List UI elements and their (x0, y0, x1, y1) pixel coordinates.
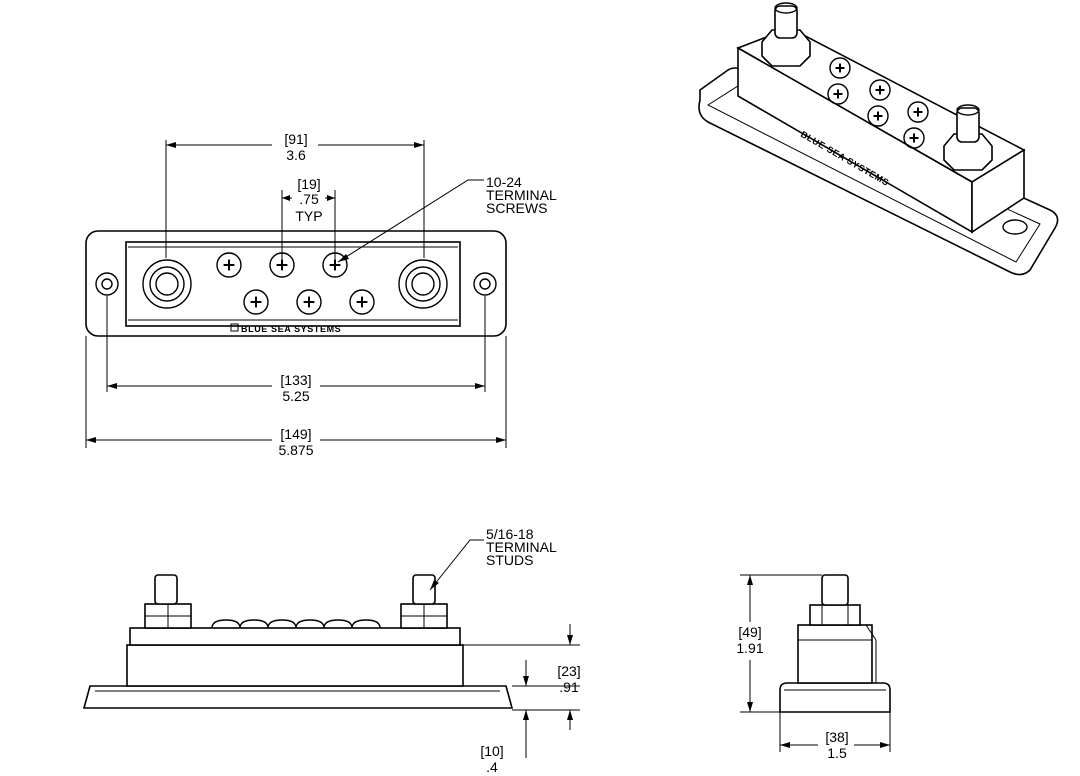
iso-stud-right (943, 104, 993, 171)
brand-label: BLUE SEA SYSTEMS (241, 324, 341, 334)
end-nut (809, 604, 861, 626)
callout-screws-line3: SCREWS (486, 200, 547, 216)
dim-screw-spacing-mm: [91] (284, 131, 307, 147)
iso-screw-icon (827, 83, 849, 105)
side-body-top (129, 627, 461, 646)
top-view: BLUE SEA SYSTEMS [91] 3.6 [19] .75 TYP 1… (85, 131, 557, 458)
dim-pitch-mm: [19] (297, 176, 320, 192)
dim-overall-in: 5.875 (278, 442, 313, 458)
iso-screw-icon (869, 79, 891, 101)
terminal-screw-icon (349, 289, 375, 315)
iso-stud-left (761, 2, 811, 67)
brand-logo-icon (230, 323, 239, 332)
side-body (126, 644, 464, 687)
dim-total-height-in: 1.91 (736, 640, 763, 656)
mount-hole-right (473, 272, 497, 296)
callout-studs-line1: 5/16-18 (486, 526, 534, 542)
terminal-screw-icon (296, 289, 322, 315)
callout-studs-line2: TERMINAL (486, 539, 557, 555)
iso-screw-icon (867, 105, 889, 127)
side-view: 5/16-18 TERMINAL STUDS [23] .91 [10] .4 (82, 526, 581, 775)
dim-overall-mm: [149] (280, 426, 311, 442)
iso-terminal-screws (827, 57, 929, 149)
dim-mount-holes-in: 5.25 (282, 388, 309, 404)
dim-width-in: 1.5 (827, 745, 847, 761)
dim-mount-holes-mm: [133] (280, 372, 311, 388)
stud-left-top (142, 259, 192, 309)
callout-screws-line1: 10-24 (486, 174, 522, 190)
dim-body-height-in: .91 (559, 679, 579, 695)
end-base (779, 682, 891, 713)
iso-mount-hole (1002, 219, 1028, 235)
dim-pitch-in: .75 (299, 191, 319, 207)
dim-screw-spacing-in: 3.6 (286, 147, 306, 163)
terminal-screws (216, 252, 375, 315)
dim-total-height-mm: [49] (738, 624, 761, 640)
dim-width-mm: [38] (825, 729, 848, 745)
isometric-view: BLUE SEA SYSTEMS (698, 2, 1059, 276)
iso-screw-icon (829, 57, 851, 79)
dim-pitch-note: TYP (295, 208, 322, 224)
callout-screws-line2: TERMINAL (486, 187, 557, 203)
mount-hole-left (95, 272, 119, 296)
side-stud-right (400, 574, 448, 629)
terminal-screw-icon (216, 252, 242, 278)
iso-screw-icon (903, 127, 925, 149)
side-base-plate (82, 685, 514, 709)
callout-studs-line3: STUDS (486, 552, 533, 568)
end-stud (821, 574, 849, 606)
dim-body-height-mm: [23] (557, 663, 580, 679)
dim-base-mm: [10] (480, 743, 503, 759)
end-view: [49] 1.91 [38] 1.5 (736, 574, 891, 761)
iso-body-end (971, 148, 1025, 234)
side-stud-left (144, 574, 192, 629)
stud-right-top (398, 259, 448, 309)
dim-base-in: .4 (486, 759, 498, 775)
terminal-screw-icon (243, 289, 269, 315)
end-body (797, 624, 873, 684)
iso-screw-icon (907, 101, 929, 123)
side-screw-heads (211, 619, 381, 629)
top-body (125, 241, 461, 327)
